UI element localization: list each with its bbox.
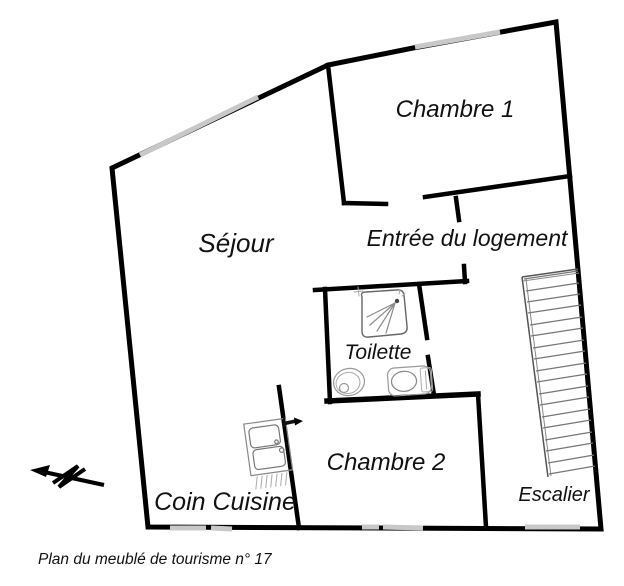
window-chambre2-bottom-b [382,524,424,531]
staircase-icon [521,268,596,478]
wall-stub-entree-lower [461,263,468,285]
room-label-escalier: Escalier [518,484,590,506]
north-arrow-icon [30,464,105,489]
wall-chambre2-top [324,391,481,404]
wall-chambre1-bottom-right [422,173,573,200]
plan-caption: Plan du meublé de tourisme n° 17 [38,551,273,568]
wall-toilette-left [322,286,333,405]
wall-entree-toilette-top [312,278,470,293]
windows [138,29,580,532]
wall-toilette-right-upper [416,281,430,341]
interior-walls [276,62,573,531]
room-label-sejour: Séjour [198,228,274,258]
shower-icon [353,286,408,338]
room-label-chambre2: Chambre 2 [327,449,446,476]
room-label-coin-cuisine: Coin Cuisine [154,488,296,516]
window-cuisine-bottom-b [210,525,233,532]
window-chambre1-top [414,29,501,50]
wall-chambre1-bottom-left [341,200,389,207]
toilet-icon [332,367,366,397]
washbasin-icon [386,365,434,397]
room-label-chambre1: Chambre 1 [396,96,515,123]
kitchen-double-sink-icon [243,417,294,490]
room-label-toilette: Toilette [345,341,412,364]
room-label-entree: Entrée du logement [367,225,569,251]
wall-chambre2-right [475,391,489,530]
faucet-icon [281,417,303,427]
wall-cuisine-chambre2 [276,384,302,531]
wall-sejour-chambre1 [325,62,347,206]
wall-stub-entree-upper [453,195,462,223]
window-sejour-diagonal [138,94,260,158]
